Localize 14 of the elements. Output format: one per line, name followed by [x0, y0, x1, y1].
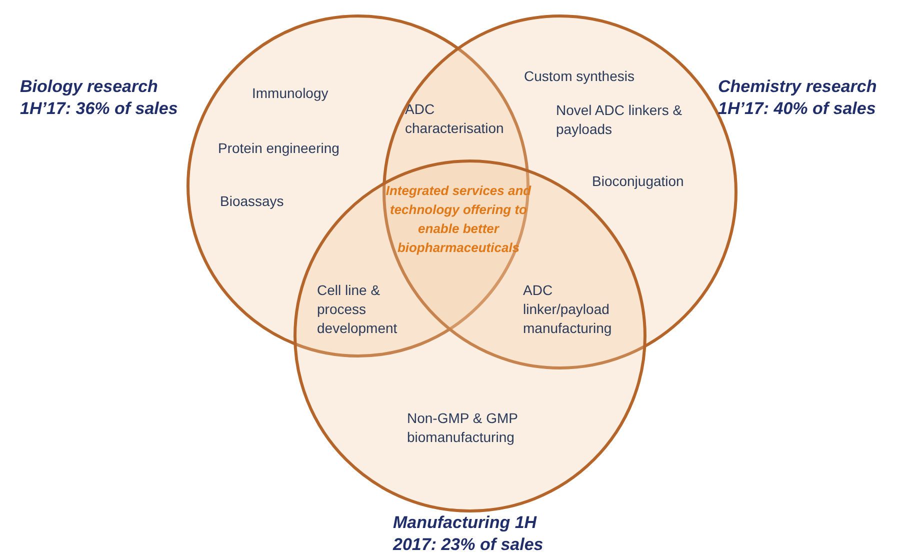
circle-heading: Manufacturing 1H 2017: 23% of sales: [393, 512, 544, 556]
region-label: Bioassays: [220, 192, 285, 211]
region-label: Custom synthesis: [524, 67, 636, 86]
region-label: Immunology: [252, 84, 330, 103]
circle-heading: Biology research 1H’17: 36% of sales: [20, 76, 179, 120]
circle-heading: Chemistry research 1H’17: 40% of sales: [718, 76, 878, 120]
region-label: Protein engineering: [218, 139, 340, 158]
region-label: Novel ADC linkers & payloads: [556, 101, 684, 139]
region-label: Cell line & process development: [317, 281, 398, 338]
region-label: ADC linker/payload manufacturing: [523, 281, 613, 338]
region-label: Bioconjugation: [592, 172, 685, 191]
region-label: Non-GMP & GMP biomanufacturing: [407, 409, 519, 447]
center-statement: Integrated services and technology offering to enable better biopharmaceuticals: [384, 182, 532, 257]
region-label: ADC characterisation: [405, 100, 505, 138]
